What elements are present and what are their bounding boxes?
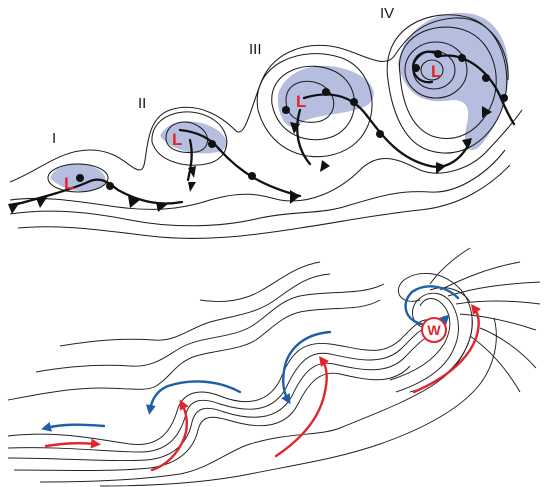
triangle-symbol	[482, 106, 492, 118]
cloud-region-stage-4	[398, 12, 509, 150]
warm-core-circle	[421, 317, 447, 343]
low-pressure-label: L	[431, 62, 441, 81]
stage-label-4: IV	[380, 5, 394, 22]
triangle-symbol	[8, 202, 20, 214]
cloud-region-stage-2	[160, 121, 227, 154]
streamline	[59, 273, 331, 347]
streamline	[429, 287, 471, 303]
triangle-symbol	[188, 166, 196, 178]
semicircle-symbol	[350, 98, 358, 106]
cold-flow-arrow	[145, 380, 242, 415]
stage-label-1: I	[52, 130, 56, 147]
semicircle-symbol	[500, 94, 508, 102]
cold-air-flow-arrows	[41, 285, 460, 432]
front-stage-2-cold	[186, 138, 193, 182]
warm-flow-arrow	[412, 303, 481, 394]
cold-flow-arrow	[41, 421, 106, 432]
streamline	[429, 247, 471, 285]
triangle-symbol	[188, 182, 196, 192]
isobar-stage-2-outer	[151, 111, 228, 166]
semicircle-symbol	[106, 182, 114, 190]
cold-front-triangles	[8, 106, 492, 214]
triangle-symbol	[320, 160, 330, 172]
streamline	[389, 298, 451, 381]
low-pressure-label: L	[172, 130, 182, 149]
bottom-panel-airflow: W	[7, 247, 541, 487]
frontal-boundaries	[8, 50, 516, 208]
low-pressure-label: L	[296, 92, 306, 111]
triangle-symbol	[128, 196, 140, 208]
semicircle-symbol	[412, 64, 420, 72]
streamline	[13, 365, 411, 471]
stage-label-3: III	[249, 41, 262, 58]
isobar-outer-1	[9, 17, 509, 183]
isobar-stage-4-outer	[398, 26, 497, 139]
streamlines	[7, 247, 541, 487]
front-stage-4-occluded	[411, 50, 442, 84]
cloud-region-stage-3	[277, 65, 374, 128]
front-stage-2	[178, 128, 302, 198]
isobar-outer-2	[9, 109, 523, 210]
streamline	[7, 327, 433, 453]
isobar-outer-3	[9, 149, 506, 227]
isobar-stage-2-inner	[165, 121, 209, 153]
cold-flow-arrow	[281, 330, 332, 405]
isobar-stage-3-inner	[285, 80, 335, 123]
low-pressure-label: L	[64, 174, 74, 193]
streamline	[35, 283, 385, 373]
front-stage-3	[302, 93, 472, 168]
streamline	[7, 319, 431, 446]
streamline	[455, 300, 541, 305]
streamline	[439, 261, 521, 291]
isobar-stage-4-ring-3	[404, 41, 468, 99]
streamline	[398, 273, 473, 393]
semicircle-symbol	[282, 106, 290, 114]
isobar-stage-4-core	[420, 59, 444, 81]
triangle-symbol	[290, 122, 300, 134]
streamline	[39, 317, 473, 483]
warm-flow-arrow	[274, 355, 329, 458]
triangle-symbol	[462, 138, 472, 150]
semicircle-symbol	[322, 88, 330, 96]
triangle-symbol	[156, 202, 168, 212]
triangle-symbol	[36, 196, 48, 208]
triangle-symbol	[436, 162, 446, 174]
semicircle-symbol	[458, 54, 466, 62]
semicircle-symbol	[76, 174, 84, 182]
warm-flow-arrow	[44, 438, 101, 449]
semicircle-symbol	[376, 130, 384, 138]
streamline	[199, 261, 321, 302]
streamline	[459, 313, 537, 331]
streamline	[469, 335, 521, 393]
stage-label-2: II	[138, 95, 146, 112]
front-stage-1	[8, 178, 184, 208]
semicircle-symbol	[482, 74, 490, 82]
streamline	[447, 281, 541, 297]
triangle-symbol	[290, 190, 300, 204]
isobar-outer-4	[17, 164, 511, 239]
warm-core-label: W	[427, 322, 441, 338]
top-panel-frontal-evolution: I II III IV L L L L	[8, 5, 523, 239]
semicircle-symbol	[208, 140, 216, 148]
streamline	[99, 317, 497, 487]
isobar-stage-3-outer	[256, 53, 373, 158]
streamline	[479, 327, 537, 369]
warm-flow-arrow	[150, 399, 189, 472]
isobar-stage-1	[47, 163, 109, 193]
warm-air-flow-arrows	[44, 303, 481, 472]
warm-front-semicircles	[76, 50, 508, 190]
streamline	[7, 335, 437, 462]
semicircle-symbol	[434, 50, 442, 58]
semicircle-symbol	[248, 172, 256, 180]
streamline	[7, 299, 381, 401]
front-stage-3-cold	[296, 108, 312, 166]
